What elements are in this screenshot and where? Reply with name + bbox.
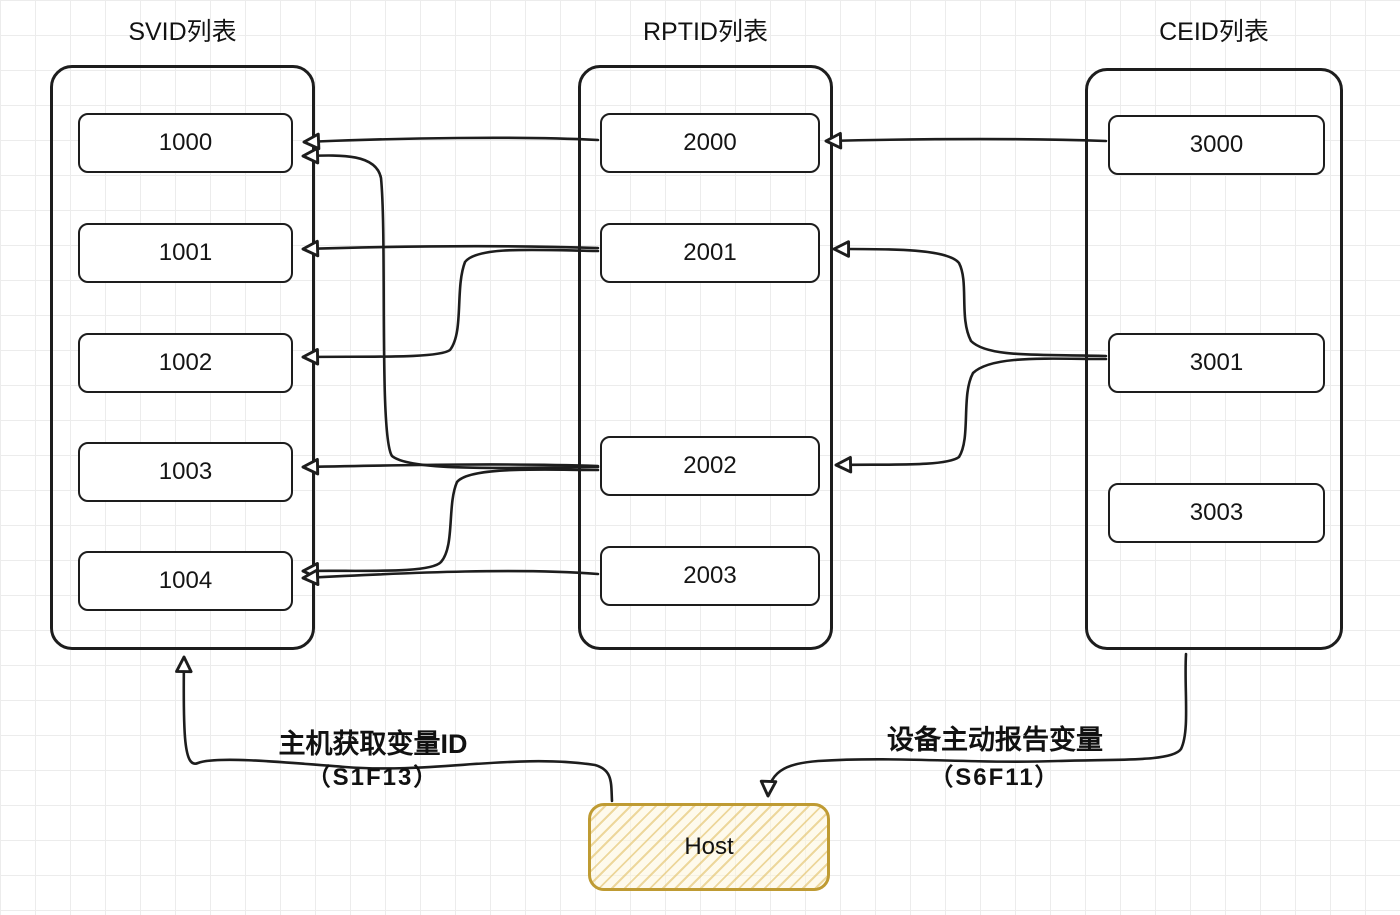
host-label: Host: [684, 833, 734, 860]
arrow-3001-to-2002: [834, 357, 1108, 474]
node-svid-1004: 1004: [78, 551, 293, 611]
rptid-list-panel: 2000 2001 2002 2003: [578, 65, 833, 650]
node-ceid-3000: 3000: [1108, 115, 1325, 175]
arrow-3001-to-2001: [832, 240, 1108, 358]
ceid-list-panel: 3000 3001 3003: [1085, 68, 1343, 650]
arrow-2001-to-1001: [301, 239, 600, 258]
arrow-2002-to-1000: [301, 146, 600, 470]
ceid-list-title: CEID列表: [1159, 18, 1269, 46]
node-svid-1002: 1002: [78, 333, 293, 393]
node-svid-1001: 1001: [78, 223, 293, 283]
node-ceid-3001: 3001: [1108, 333, 1325, 393]
annotation-host-get-variables: 主机获取变量ID: [278, 729, 468, 759]
rptid-list-title: RPTID列表: [642, 18, 768, 46]
node-svid-1003: 1003: [78, 442, 293, 502]
annotation-device-report-variables: 设备主动报告变量: [887, 725, 1103, 755]
node-rptid-2003: 2003: [600, 546, 820, 606]
node-rptid-2000: 2000: [600, 113, 820, 173]
annotation-s6f11: （S6F11）: [929, 764, 1061, 791]
arrow-2000-to-1000: [302, 132, 600, 151]
arrow-3000-to-2000: [824, 131, 1108, 150]
arrow-2003-to-1004: [301, 568, 600, 586]
node-ceid-3003: 3003: [1108, 483, 1325, 543]
arrow-2001-to-1002: [301, 248, 600, 366]
annotation-s1f13: （S1F13）: [306, 764, 440, 791]
host-box: Host: [588, 803, 830, 891]
svid-list-panel: 1000 1001 1002 1003 1004: [50, 65, 315, 650]
arrow-2002-to-1003: [301, 457, 600, 476]
node-rptid-2002: 2002: [600, 436, 820, 496]
arrow-2002-to-1004: [301, 468, 600, 580]
node-svid-1000: 1000: [78, 113, 293, 173]
svid-list-title: SVID列表: [128, 18, 237, 46]
node-rptid-2001: 2001: [600, 223, 820, 283]
